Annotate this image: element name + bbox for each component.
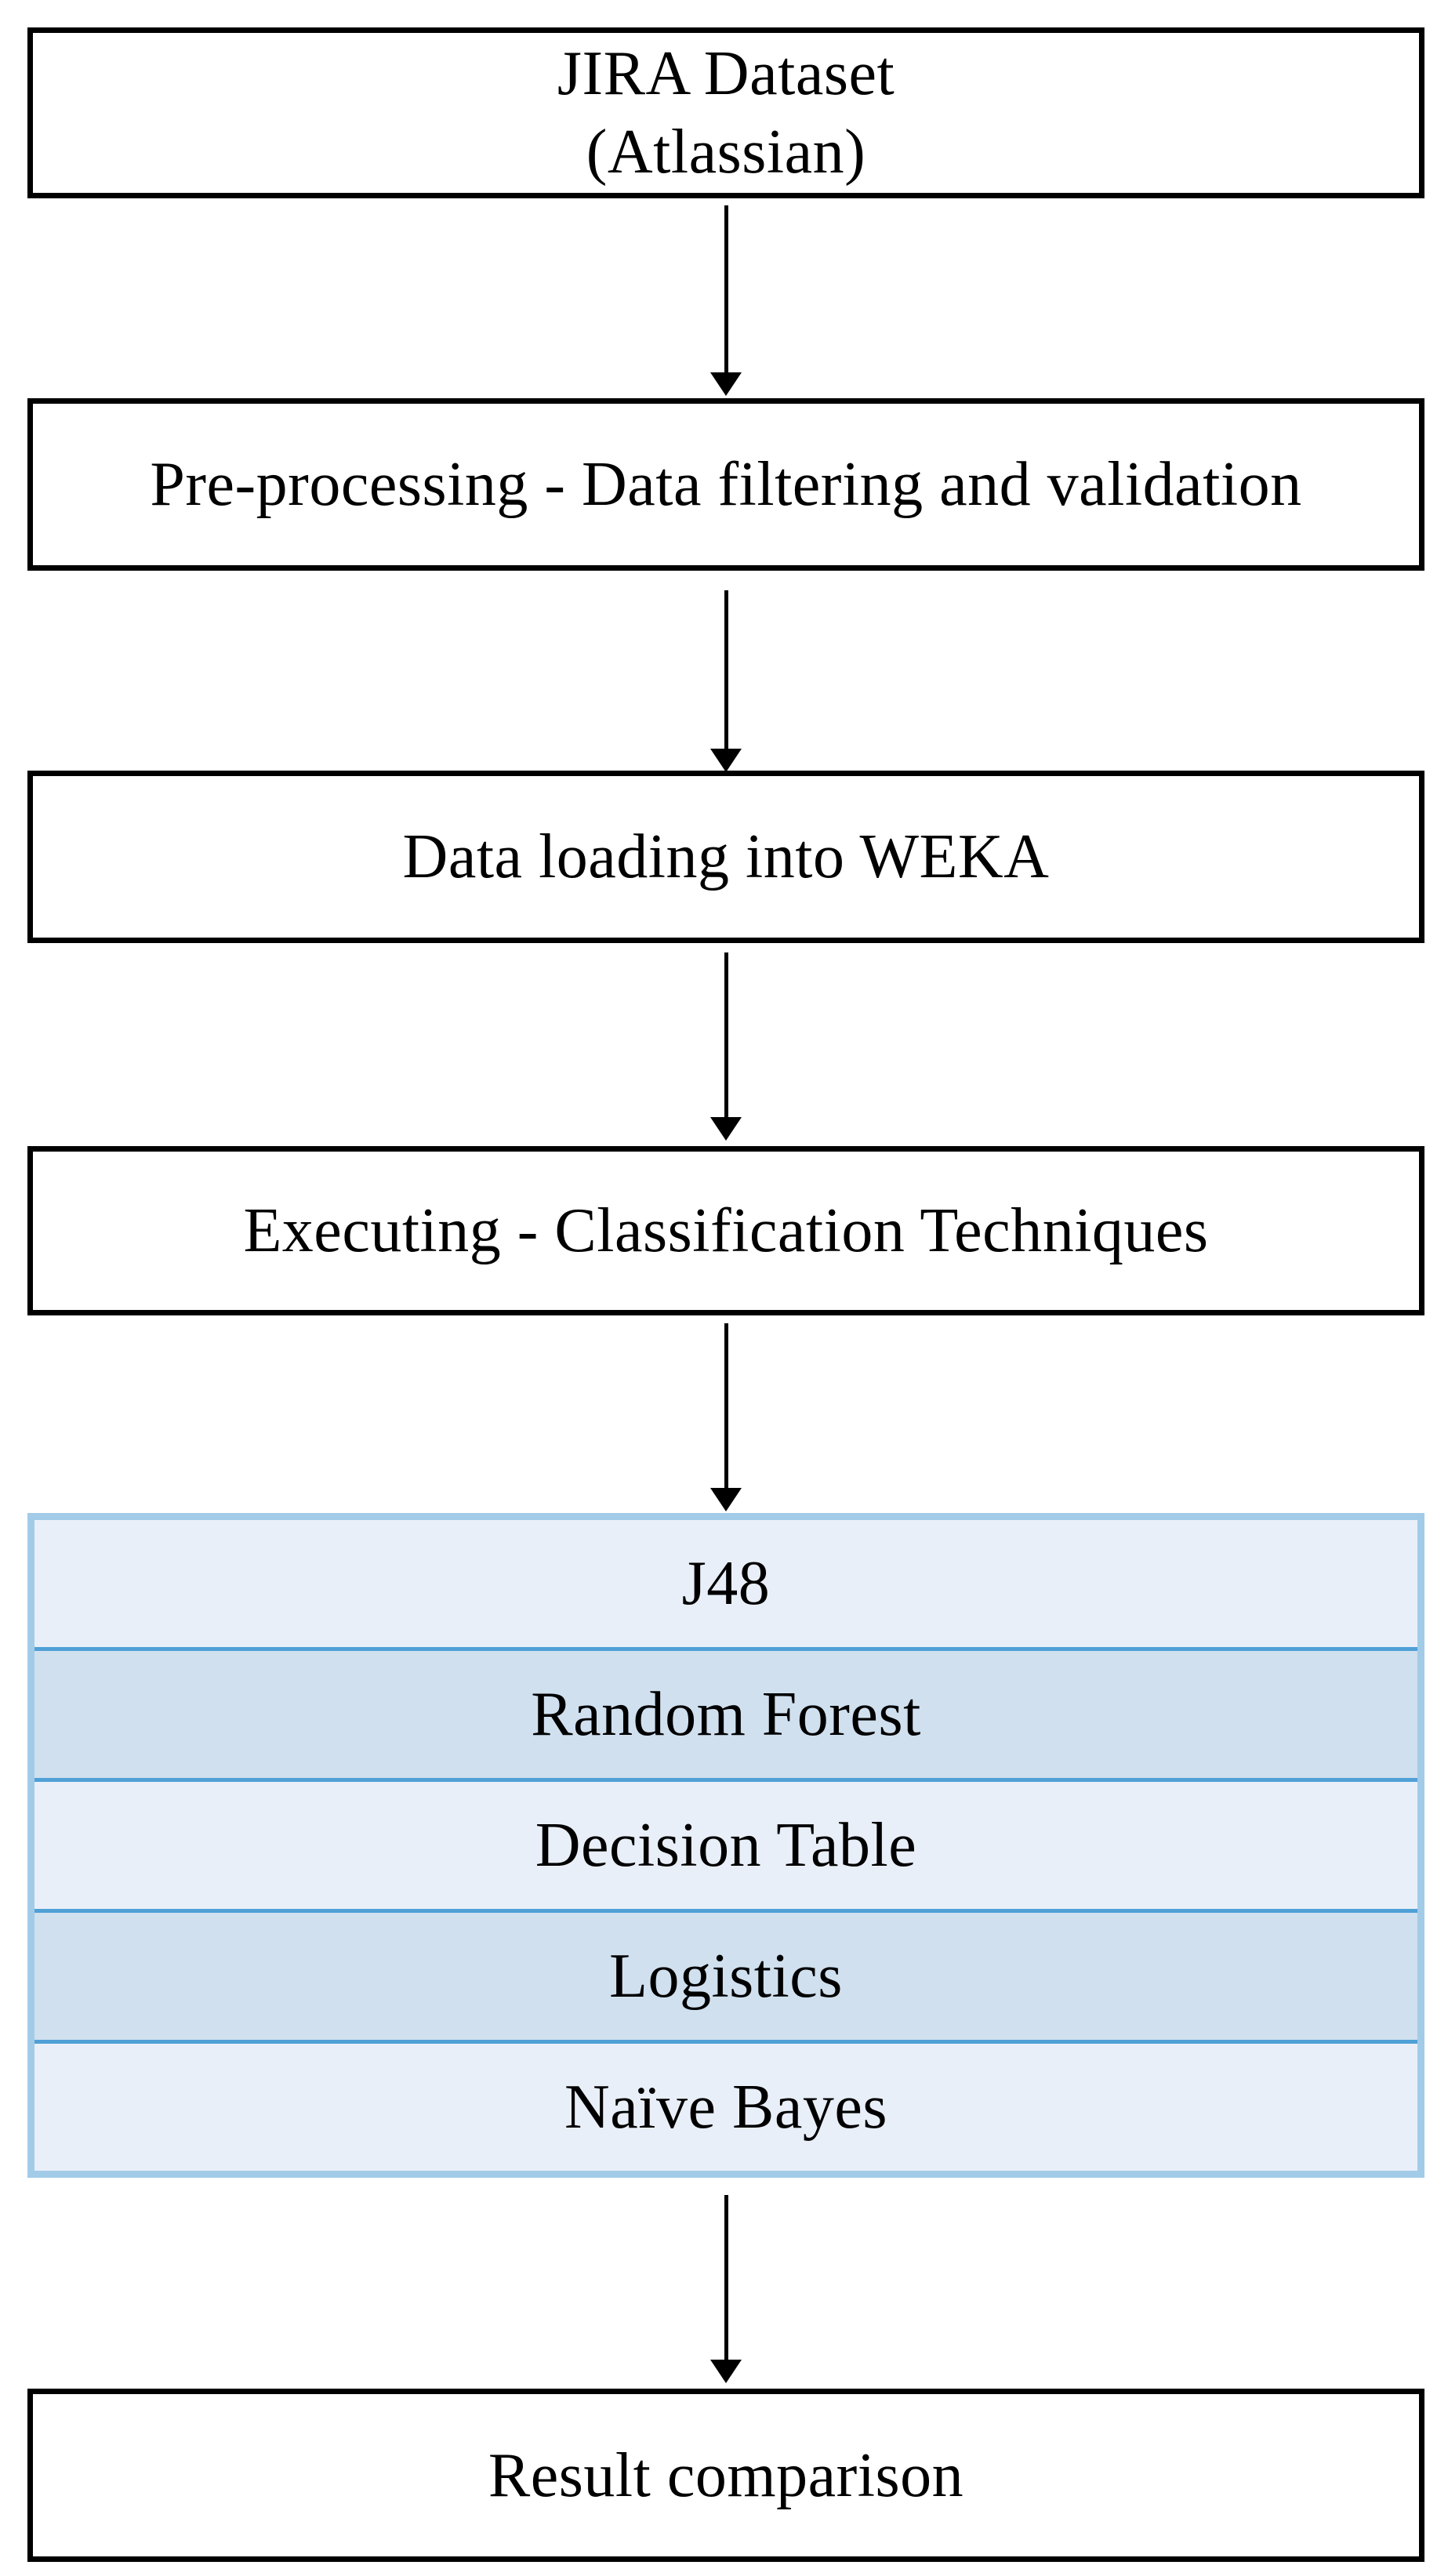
arrow-down-icon: [710, 372, 742, 396]
arrow-shaft: [724, 1323, 728, 1488]
arrow-down-icon: [710, 1488, 742, 1511]
flow-arrow-1: [710, 205, 742, 396]
arrow-down-icon: [710, 1117, 742, 1141]
arrow-shaft: [724, 2195, 728, 2360]
executing-label: Executing - Classification Techniques: [243, 1196, 1209, 1265]
arrow-shaft: [724, 205, 728, 372]
classifier-row-label: Random Forest: [531, 1679, 921, 1749]
flow-box-jira-dataset-label: JIRA Dataset (Atlassian): [557, 34, 895, 191]
classifier-row-label: Naïve Bayes: [564, 2072, 888, 2142]
flow-arrow-5: [710, 2195, 742, 2383]
arrow-down-icon: [710, 749, 742, 772]
jira-dataset-line-2: (Atlassian): [586, 118, 866, 187]
result-comparison-label: Result comparison: [488, 2440, 964, 2510]
flow-box-executing: Executing - Classification Techniques: [27, 1146, 1424, 1315]
flow-arrow-3: [710, 952, 742, 1141]
flow-arrow-2: [710, 590, 742, 772]
flow-box-jira-dataset: JIRA Dataset (Atlassian): [27, 27, 1424, 198]
arrow-shaft: [724, 952, 728, 1117]
classifier-row-label: Logistics: [609, 1941, 843, 2011]
flow-box-pre-processing: Pre-processing - Data filtering and vali…: [27, 398, 1424, 571]
arrow-down-icon: [710, 2360, 742, 2383]
classifier-row-logistics: Logistics: [34, 1909, 1417, 2040]
classifier-row-decision-table: Decision Table: [34, 1778, 1417, 1909]
pre-processing-label: Pre-processing - Data filtering and vali…: [150, 450, 1302, 519]
jira-dataset-line-1: JIRA Dataset: [557, 39, 895, 108]
data-loading-label: Data loading into WEKA: [402, 822, 1050, 891]
classifier-row-random-forest: Random Forest: [34, 1647, 1417, 1778]
classifier-row-label: J48: [681, 1548, 771, 1618]
classifier-row-naive-bayes: Naïve Bayes: [34, 2040, 1417, 2171]
flow-box-result-comparison: Result comparison: [27, 2389, 1424, 2562]
flow-box-data-loading: Data loading into WEKA: [27, 771, 1424, 943]
classifier-row-j48: J48: [34, 1520, 1417, 1647]
arrow-shaft: [724, 590, 728, 749]
classifier-row-label: Decision Table: [535, 1810, 917, 1880]
flow-arrow-4: [710, 1323, 742, 1511]
classifier-table: J48 Random Forest Decision Table Logisti…: [27, 1513, 1424, 2178]
